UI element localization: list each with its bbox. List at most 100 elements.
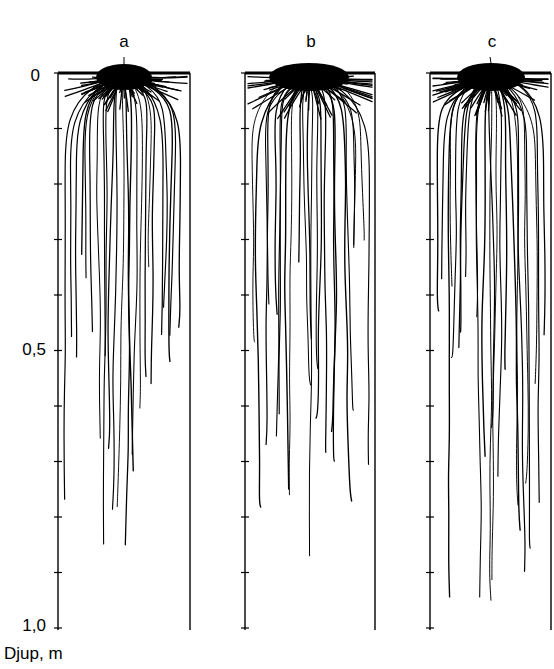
root <box>308 75 318 369</box>
tick-mark <box>241 294 249 295</box>
tick-mark <box>54 461 62 462</box>
root <box>310 75 332 115</box>
tick-mark <box>241 72 249 73</box>
root <box>129 75 181 327</box>
root <box>303 75 311 385</box>
tick-mark <box>426 72 434 73</box>
tick-mark <box>241 405 249 406</box>
root <box>488 75 497 580</box>
root <box>127 75 143 408</box>
root <box>253 75 311 109</box>
root <box>486 75 528 483</box>
root-systems <box>64 63 548 600</box>
tick-mark <box>426 627 434 628</box>
root <box>489 75 520 530</box>
root <box>490 75 492 600</box>
tick-mark <box>241 183 249 184</box>
tick-mark <box>54 350 62 351</box>
panel-letter: c <box>488 33 497 52</box>
root <box>307 75 369 464</box>
root <box>305 75 356 248</box>
root <box>492 75 511 99</box>
tick-mark <box>426 350 434 351</box>
tick-mark <box>54 183 62 184</box>
root <box>285 75 312 489</box>
root <box>488 75 516 115</box>
root <box>311 75 327 452</box>
tick-mark <box>241 572 249 573</box>
tick-mark <box>54 294 62 295</box>
root <box>289 75 311 495</box>
root <box>120 75 123 109</box>
root <box>71 75 128 336</box>
tick-mark <box>54 405 62 406</box>
root <box>123 75 175 335</box>
axis-value: 0 <box>31 67 40 86</box>
axis-value: 1,0 <box>22 617 46 636</box>
root <box>475 75 492 116</box>
root <box>259 75 308 97</box>
root <box>482 75 494 456</box>
root <box>311 75 336 431</box>
tick-mark <box>426 516 434 517</box>
root <box>97 75 124 438</box>
tick-mark <box>54 516 62 517</box>
panel-letter: b <box>306 33 315 52</box>
root <box>310 75 321 119</box>
root <box>128 75 173 361</box>
root <box>125 75 133 471</box>
root-system <box>248 63 372 556</box>
root <box>494 75 548 79</box>
tick-mark <box>241 239 249 240</box>
root-system <box>64 64 187 545</box>
root <box>248 75 310 104</box>
root <box>459 75 493 348</box>
tick-mark <box>241 516 249 517</box>
tick-mark <box>241 350 249 351</box>
root <box>448 75 492 597</box>
root-system <box>433 63 548 600</box>
root <box>85 75 124 92</box>
root <box>493 75 518 505</box>
tick-mark <box>426 239 434 240</box>
depth-ticks <box>54 73 434 628</box>
tick-mark <box>241 627 249 628</box>
panel-frames <box>58 57 551 630</box>
tick-mark <box>54 239 62 240</box>
root <box>312 75 372 79</box>
root <box>125 75 167 307</box>
root <box>275 75 306 314</box>
tick-mark <box>54 627 62 628</box>
root <box>294 75 311 86</box>
root <box>123 75 147 376</box>
tick-mark <box>54 72 62 73</box>
panel-letter: a <box>119 33 128 52</box>
root <box>307 75 372 95</box>
root <box>305 75 322 418</box>
root <box>117 75 124 507</box>
root <box>476 75 489 115</box>
root <box>93 75 125 78</box>
root <box>492 75 507 369</box>
tick-mark <box>241 461 249 462</box>
root <box>490 75 545 335</box>
tick-mark <box>54 128 62 129</box>
tick-mark <box>426 183 434 184</box>
tick-mark <box>426 461 434 462</box>
root <box>255 75 310 507</box>
root <box>488 75 490 111</box>
root <box>441 75 494 79</box>
tick-mark <box>426 405 434 406</box>
tick-mark <box>426 572 434 573</box>
root <box>486 75 537 383</box>
root <box>121 75 137 454</box>
tick-mark <box>426 128 434 129</box>
root <box>488 75 502 476</box>
root <box>313 75 353 410</box>
axis-title: Djup, m <box>4 645 63 664</box>
root <box>309 75 352 501</box>
root <box>108 75 122 448</box>
root <box>248 75 305 88</box>
